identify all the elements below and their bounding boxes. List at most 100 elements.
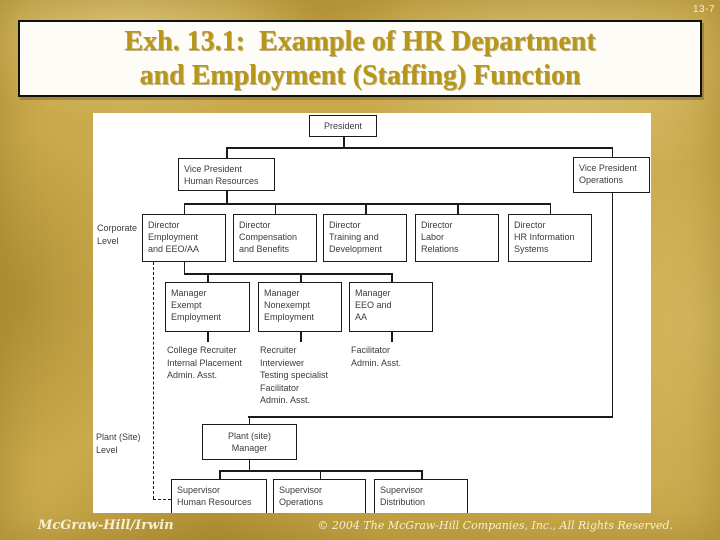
node-text: Human Resources: [177, 497, 252, 507]
line-vp-ops-long-drop: [611, 193, 613, 417]
line-dir-employment-stub: [183, 203, 185, 214]
line-vp-ops-stub: [611, 147, 613, 157]
org-node-vp-operations: Vice President Operations: [573, 157, 650, 193]
node-text: President: [323, 121, 363, 131]
line-managers-horizontal: [183, 273, 393, 275]
node-text: Operations: [579, 175, 624, 185]
staff-line: Interviewer: [260, 357, 305, 368]
org-node-director-hr-information: Director HR Information Systems: [508, 214, 592, 262]
slide-title-line2: and Employment (Staffing) Function: [139, 59, 581, 91]
org-node-manager-eeo-aa: Manager EEO and AA: [349, 282, 433, 332]
line-sup-dist-stub: [421, 470, 423, 479]
line-sup-hr-stub: [219, 470, 221, 479]
line-vp-hr-stub: [226, 147, 228, 158]
org-node-supervisor-distribution: Supervisor Distribution: [374, 479, 468, 513]
line-plant-mgr-top-stub: [248, 416, 250, 425]
node-text: and EEO/AA: [148, 244, 200, 254]
org-node-president: President: [309, 115, 377, 137]
staff-line: Admin. Asst.: [351, 357, 402, 368]
line-vp-ops-to-plant: [248, 416, 613, 418]
node-text: Development: [329, 244, 383, 254]
node-text: Labor: [421, 232, 445, 242]
line-directors-horizontal: [183, 203, 551, 205]
slide-title-line1: Exh. 13.1: Example of HR Department: [124, 25, 596, 57]
node-text: Training and: [329, 232, 379, 242]
node-text: Director: [148, 220, 180, 230]
dashed-line-to-sup-hr: [153, 499, 171, 500]
line-vp-hr-to-directors: [226, 191, 228, 203]
level-label-plant: Plant (Site) Level: [96, 431, 141, 456]
node-text: Vice President: [579, 163, 637, 173]
node-text: Manager: [355, 288, 391, 298]
node-text: Nonexempt: [264, 300, 311, 310]
node-text: Supervisor: [279, 485, 323, 495]
node-text: Operations: [279, 497, 324, 507]
node-text: Supervisor: [177, 485, 221, 495]
org-node-director-training: Director Training and Development: [323, 214, 407, 262]
level-label-line: Plant (Site): [96, 432, 141, 442]
line-mgr-eeo-stub: [391, 273, 393, 283]
org-node-supervisor-operations: Supervisor Operations: [273, 479, 366, 513]
staff-list-eeo: Facilitator Admin. Asst.: [351, 344, 401, 369]
staff-line: Admin. Asst.: [167, 370, 218, 380]
node-text: Plant (site): [227, 431, 271, 441]
line-dir-labor-stub: [457, 203, 459, 214]
node-text: Director: [329, 220, 361, 230]
line-president-to-vps: [226, 147, 613, 149]
footer-brand: McGraw-Hill/Irwin: [38, 518, 174, 533]
line-dir-hris-stub: [549, 203, 551, 214]
footer-copyright: © 2004 The McGraw-Hill Companies, Inc., …: [317, 519, 673, 532]
org-node-director-employment-eeo: Director Employment and EEO/AA: [142, 214, 226, 262]
staff-line: Internal Placement: [167, 357, 243, 368]
staff-list-exempt: College Recruiter Internal Placement Adm…: [167, 344, 242, 382]
level-label-line: Corporate: [97, 223, 138, 233]
node-text: Systems: [514, 244, 549, 254]
org-node-director-compensation: Director Compensation and Benefits: [233, 214, 317, 262]
node-text: Manager: [231, 443, 268, 453]
node-text: Exempt: [171, 300, 202, 310]
line-exempt-staff-stub: [207, 332, 209, 342]
level-label-corporate: Corporate Level: [97, 222, 137, 247]
staff-list-nonexempt: Recruiter Interviewer Testing specialist…: [260, 344, 328, 407]
staff-line: College Recruiter: [167, 345, 237, 355]
node-text: Director: [421, 220, 453, 230]
org-node-manager-exempt: Manager Exempt Employment: [165, 282, 250, 332]
line-eeo-staff-stub: [391, 332, 393, 342]
slide-page-number: 13-7: [692, 4, 715, 15]
line-mgr-nonexempt-stub: [300, 273, 302, 283]
node-text: EEO and: [355, 300, 392, 310]
node-text: Employment: [264, 312, 315, 322]
line-dir-comp-stub: [274, 203, 276, 214]
node-text: Employment: [148, 232, 199, 242]
level-label-line: Level: [97, 235, 119, 246]
node-text: Director: [514, 220, 546, 230]
node-text: Relations: [421, 244, 459, 254]
node-text: Director: [239, 220, 271, 230]
node-text: Employment: [171, 312, 222, 322]
line-mgr-exempt-stub: [207, 273, 209, 283]
org-node-plant-manager: Plant (site) Manager: [202, 424, 297, 460]
org-node-director-labor-relations: Director Labor Relations: [415, 214, 499, 262]
line-president-drop: [343, 137, 345, 147]
level-label-line: Level: [96, 444, 118, 455]
node-text: Human Resources: [184, 176, 259, 186]
node-text: HR Information: [514, 232, 575, 242]
dashed-line-corporate-to-plant-hr: [153, 262, 154, 499]
staff-line: Testing specialist: [260, 370, 329, 380]
line-plant-mgr-drop: [248, 460, 250, 470]
staff-line: Facilitator: [351, 345, 391, 355]
node-text: Distribution: [380, 497, 426, 507]
line-dir-training-stub: [365, 203, 367, 214]
staff-line: Recruiter: [260, 345, 297, 355]
org-node-manager-nonexempt: Manager Nonexempt Employment: [258, 282, 342, 332]
org-node-supervisor-hr: Supervisor Human Resources: [171, 479, 267, 513]
org-node-vp-human-resources: Vice President Human Resources: [178, 158, 275, 191]
node-text: Vice President: [184, 164, 242, 174]
line-sup-ops-stub: [319, 470, 321, 479]
node-text: Manager: [264, 288, 300, 298]
slide-title-box: Exh. 13.1: Example of HR Department and …: [18, 20, 702, 97]
node-text: Supervisor: [380, 485, 424, 495]
node-text: and Benefits: [239, 244, 290, 254]
node-text: Manager: [171, 288, 207, 298]
